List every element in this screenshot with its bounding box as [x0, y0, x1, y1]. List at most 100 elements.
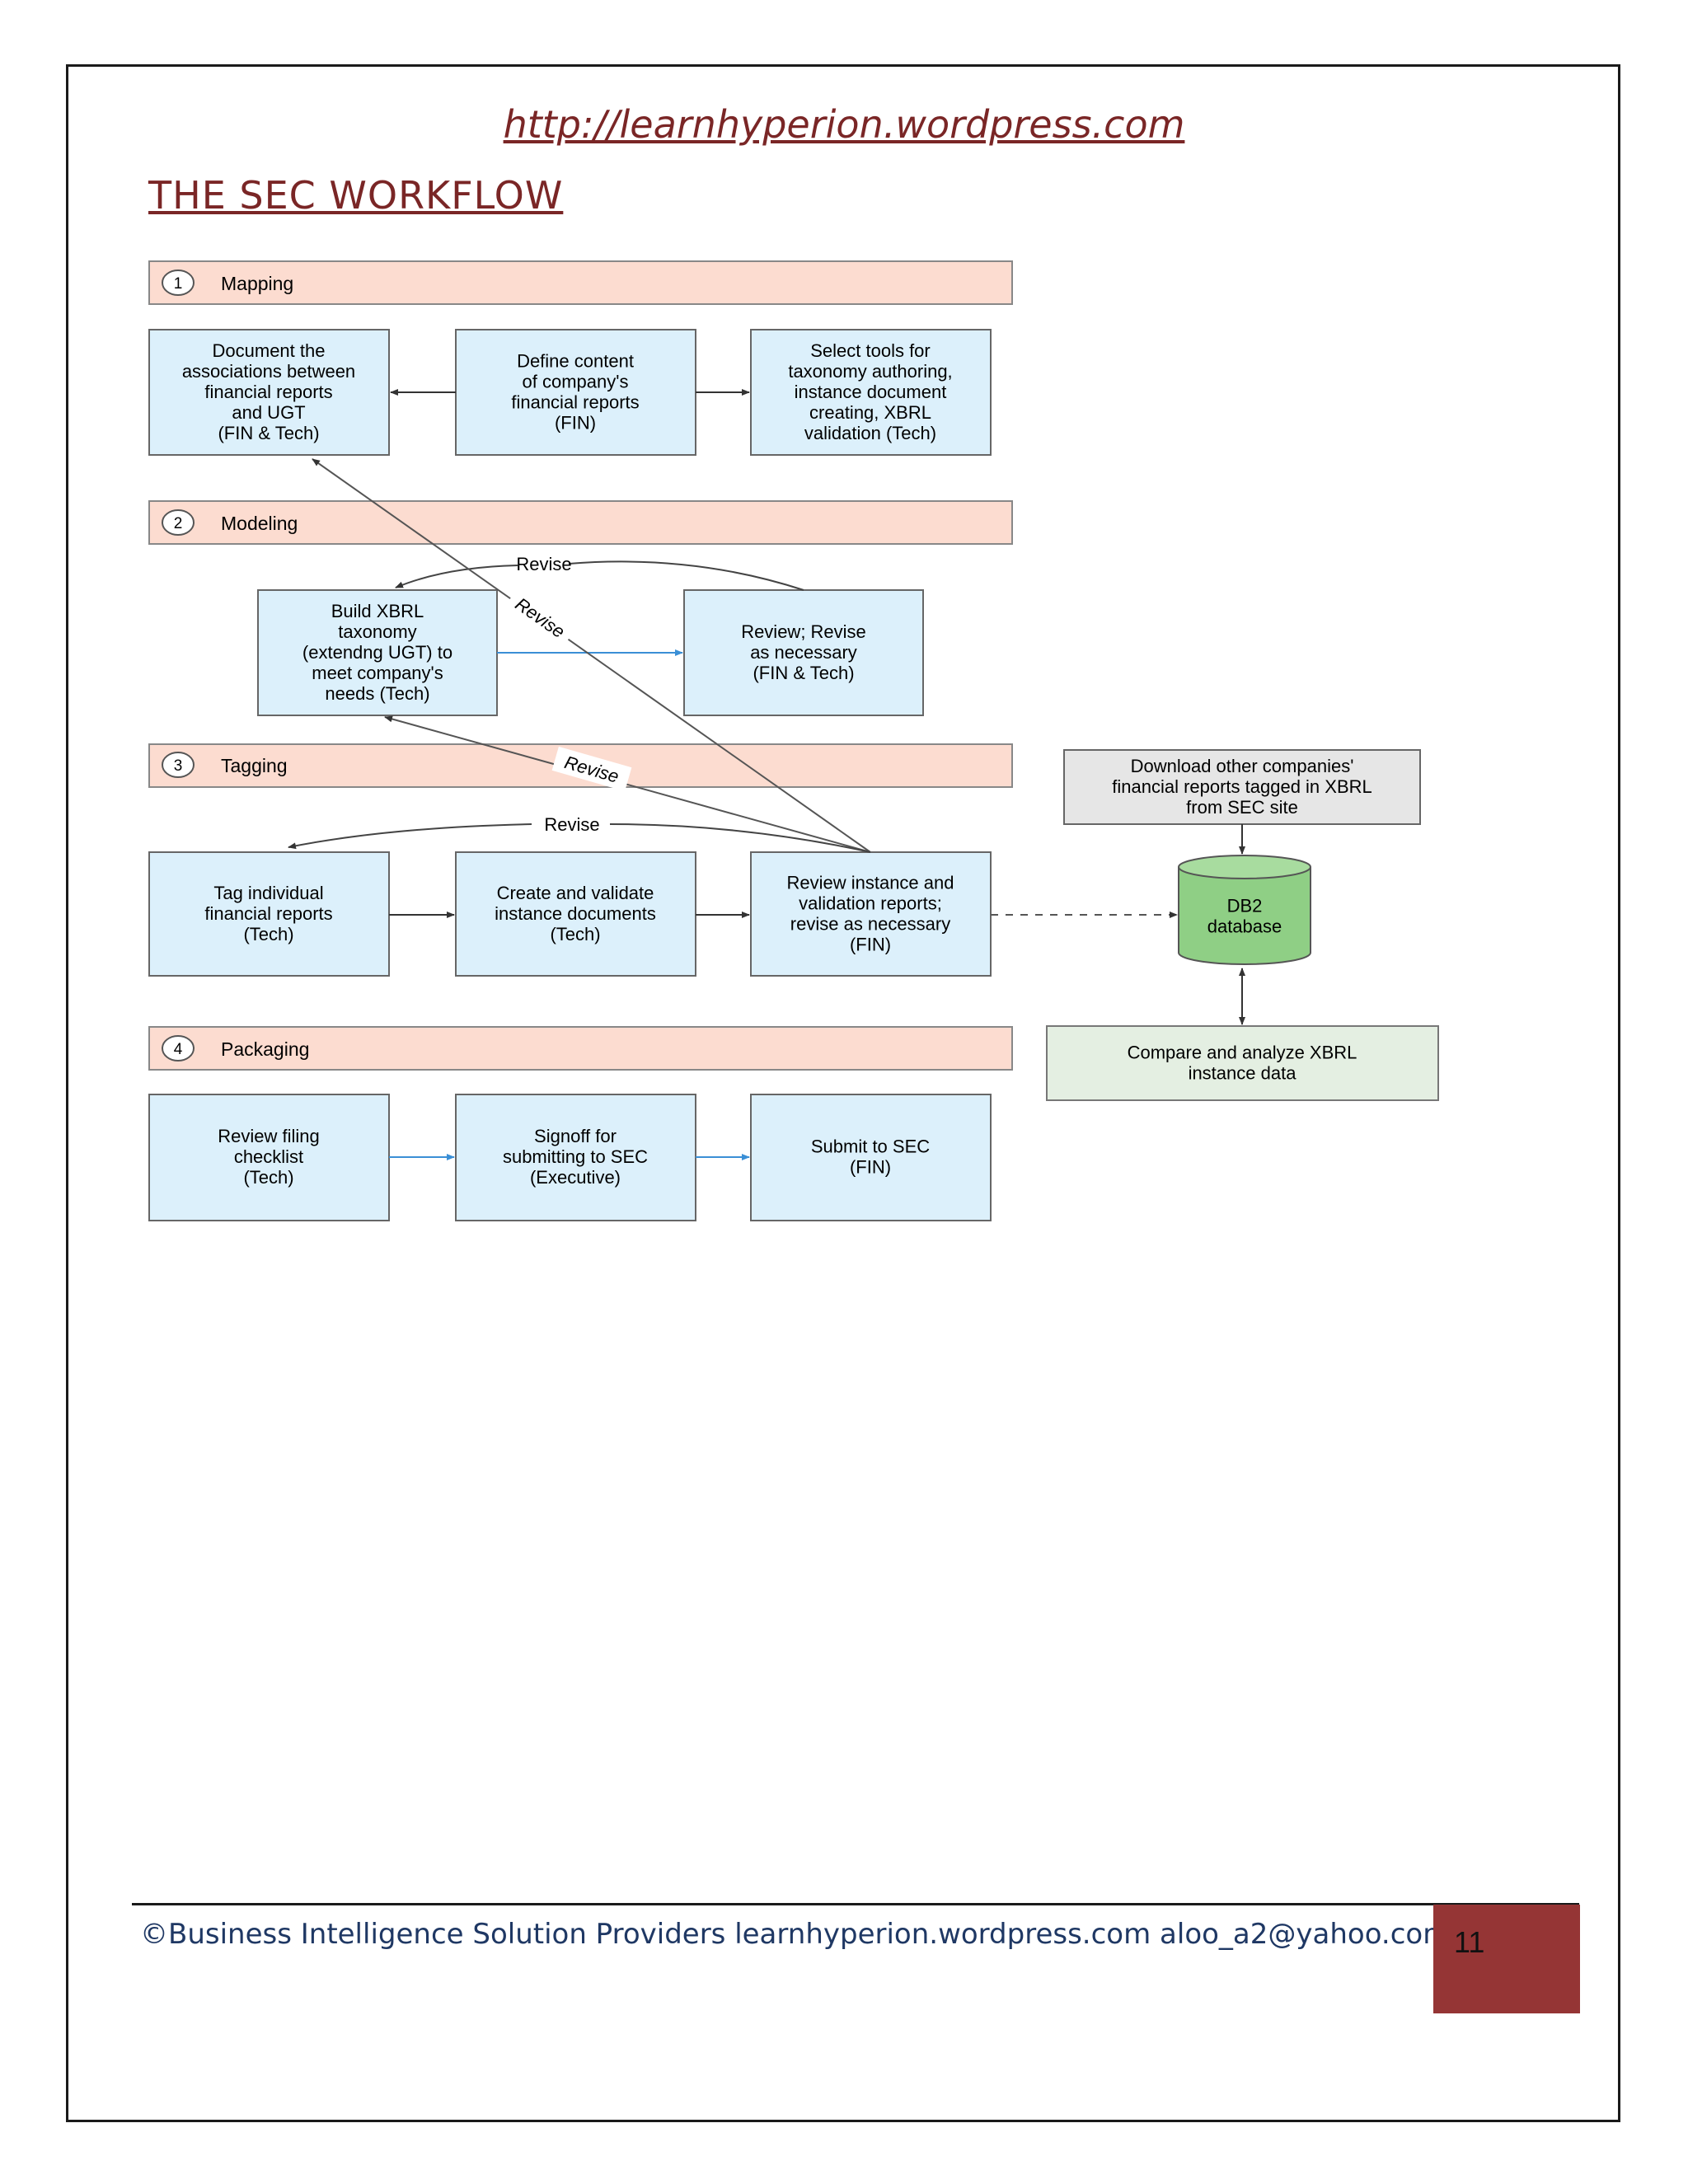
page-number-box	[1433, 1905, 1580, 2013]
box-line: Build XBRL	[331, 601, 424, 621]
box-line: Tag individual	[213, 883, 323, 903]
stage-label: Packaging	[221, 1038, 309, 1060]
box-line: Compare and analyze XBRL	[1128, 1043, 1357, 1063]
box-line: of company's	[523, 372, 629, 392]
box-submit-to-sec: Submit to SEC(FIN)	[750, 1094, 992, 1221]
box-line: (FIN & Tech)	[218, 423, 319, 443]
page-number: 11	[1454, 1925, 1485, 1959]
box-line: (Tech)	[550, 924, 600, 944]
box-line: Submit to SEC	[811, 1137, 930, 1157]
box-download-other-reports: Download other companies'financial repor…	[1063, 749, 1421, 825]
box-line: and UGT	[232, 402, 305, 423]
box-line: (extendng UGT) to	[302, 642, 452, 663]
arrow-revise-modeling	[396, 560, 804, 590]
box-line: (FIN & Tech)	[753, 663, 854, 683]
box-line: Document the	[213, 340, 326, 361]
stage-number: 1	[174, 275, 183, 293]
svg-text:Download other companies'finan: Download other companies'financial repor…	[1112, 756, 1372, 818]
box-line: (Tech)	[243, 1167, 293, 1188]
box-line: Review filing	[218, 1126, 320, 1146]
svg-text:Submit to SEC(FIN): Submit to SEC(FIN)	[811, 1137, 930, 1178]
stage-bar-mapping: 1 Mapping	[148, 260, 1013, 305]
stage-label: Mapping	[221, 273, 293, 294]
box-line: Download other companies'	[1131, 756, 1354, 776]
page-border	[66, 64, 1620, 2122]
stage-bar-packaging: 4 Packaging	[148, 1026, 1013, 1071]
box-line: (FIN)	[555, 413, 596, 434]
box-line: Review instance and	[786, 873, 954, 893]
box-line: (FIN)	[850, 1157, 891, 1178]
box-line: from SEC site	[1186, 797, 1298, 818]
box-line: Signoff for	[534, 1126, 617, 1146]
box-line: DB2	[1227, 896, 1263, 916]
box-line: instance document	[795, 382, 947, 402]
page-title: THE SEC WORKFLOW	[148, 173, 564, 218]
box-line: financial reports	[511, 392, 639, 413]
box-line: Select tools for	[810, 340, 931, 361]
box-line: taxonomy	[338, 621, 416, 642]
box-line: checklist	[234, 1146, 303, 1167]
footer-divider	[132, 1903, 1579, 1905]
revise-label-bg	[504, 588, 576, 649]
stage-label: Modeling	[221, 513, 298, 534]
revise-label: Revise	[516, 554, 571, 574]
box-line: as necessary	[750, 642, 857, 663]
box-line: (FIN)	[850, 935, 891, 955]
footer-text: ©Business Intelligence Solution Provider…	[140, 1918, 1451, 1951]
header-url-link[interactable]: http://learnhyperion.wordpress.com	[503, 102, 1185, 147]
stage-number: 2	[174, 515, 183, 532]
box-line: Create and validate	[497, 883, 654, 903]
box-line: validation reports;	[799, 893, 942, 914]
stage-number: 4	[174, 1041, 183, 1058]
box-line: associations between	[182, 361, 355, 382]
stage-number: 3	[174, 757, 183, 775]
box-line: instance data	[1189, 1063, 1297, 1084]
box-line: meet company's	[312, 663, 443, 683]
arrow-revise-to-mapping	[312, 458, 871, 853]
box-line: needs (Tech)	[325, 683, 429, 704]
revise-label: Revise	[544, 814, 599, 835]
box-line: (Tech)	[243, 924, 293, 944]
box-line: database	[1207, 916, 1282, 937]
arrow-revise-to-modeling	[384, 715, 871, 853]
box-line: revise as necessary	[790, 914, 950, 935]
box-line: taxonomy authoring,	[788, 361, 952, 382]
box-line: creating, XBRL	[809, 402, 931, 423]
box-line: financial reports tagged in XBRL	[1112, 776, 1372, 797]
box-line: financial reports	[204, 382, 332, 402]
box-line: Define content	[517, 351, 634, 372]
arrow-revise-tagging	[288, 823, 871, 852]
revise-label-bg	[551, 746, 632, 792]
box-line: submitting to SEC	[503, 1146, 648, 1167]
box-line: instance documents	[495, 903, 656, 924]
box-line: (Executive)	[530, 1167, 621, 1188]
box-line: Review; Revise	[741, 621, 866, 642]
box-line: validation (Tech)	[804, 423, 936, 443]
stage-label: Tagging	[221, 755, 288, 776]
